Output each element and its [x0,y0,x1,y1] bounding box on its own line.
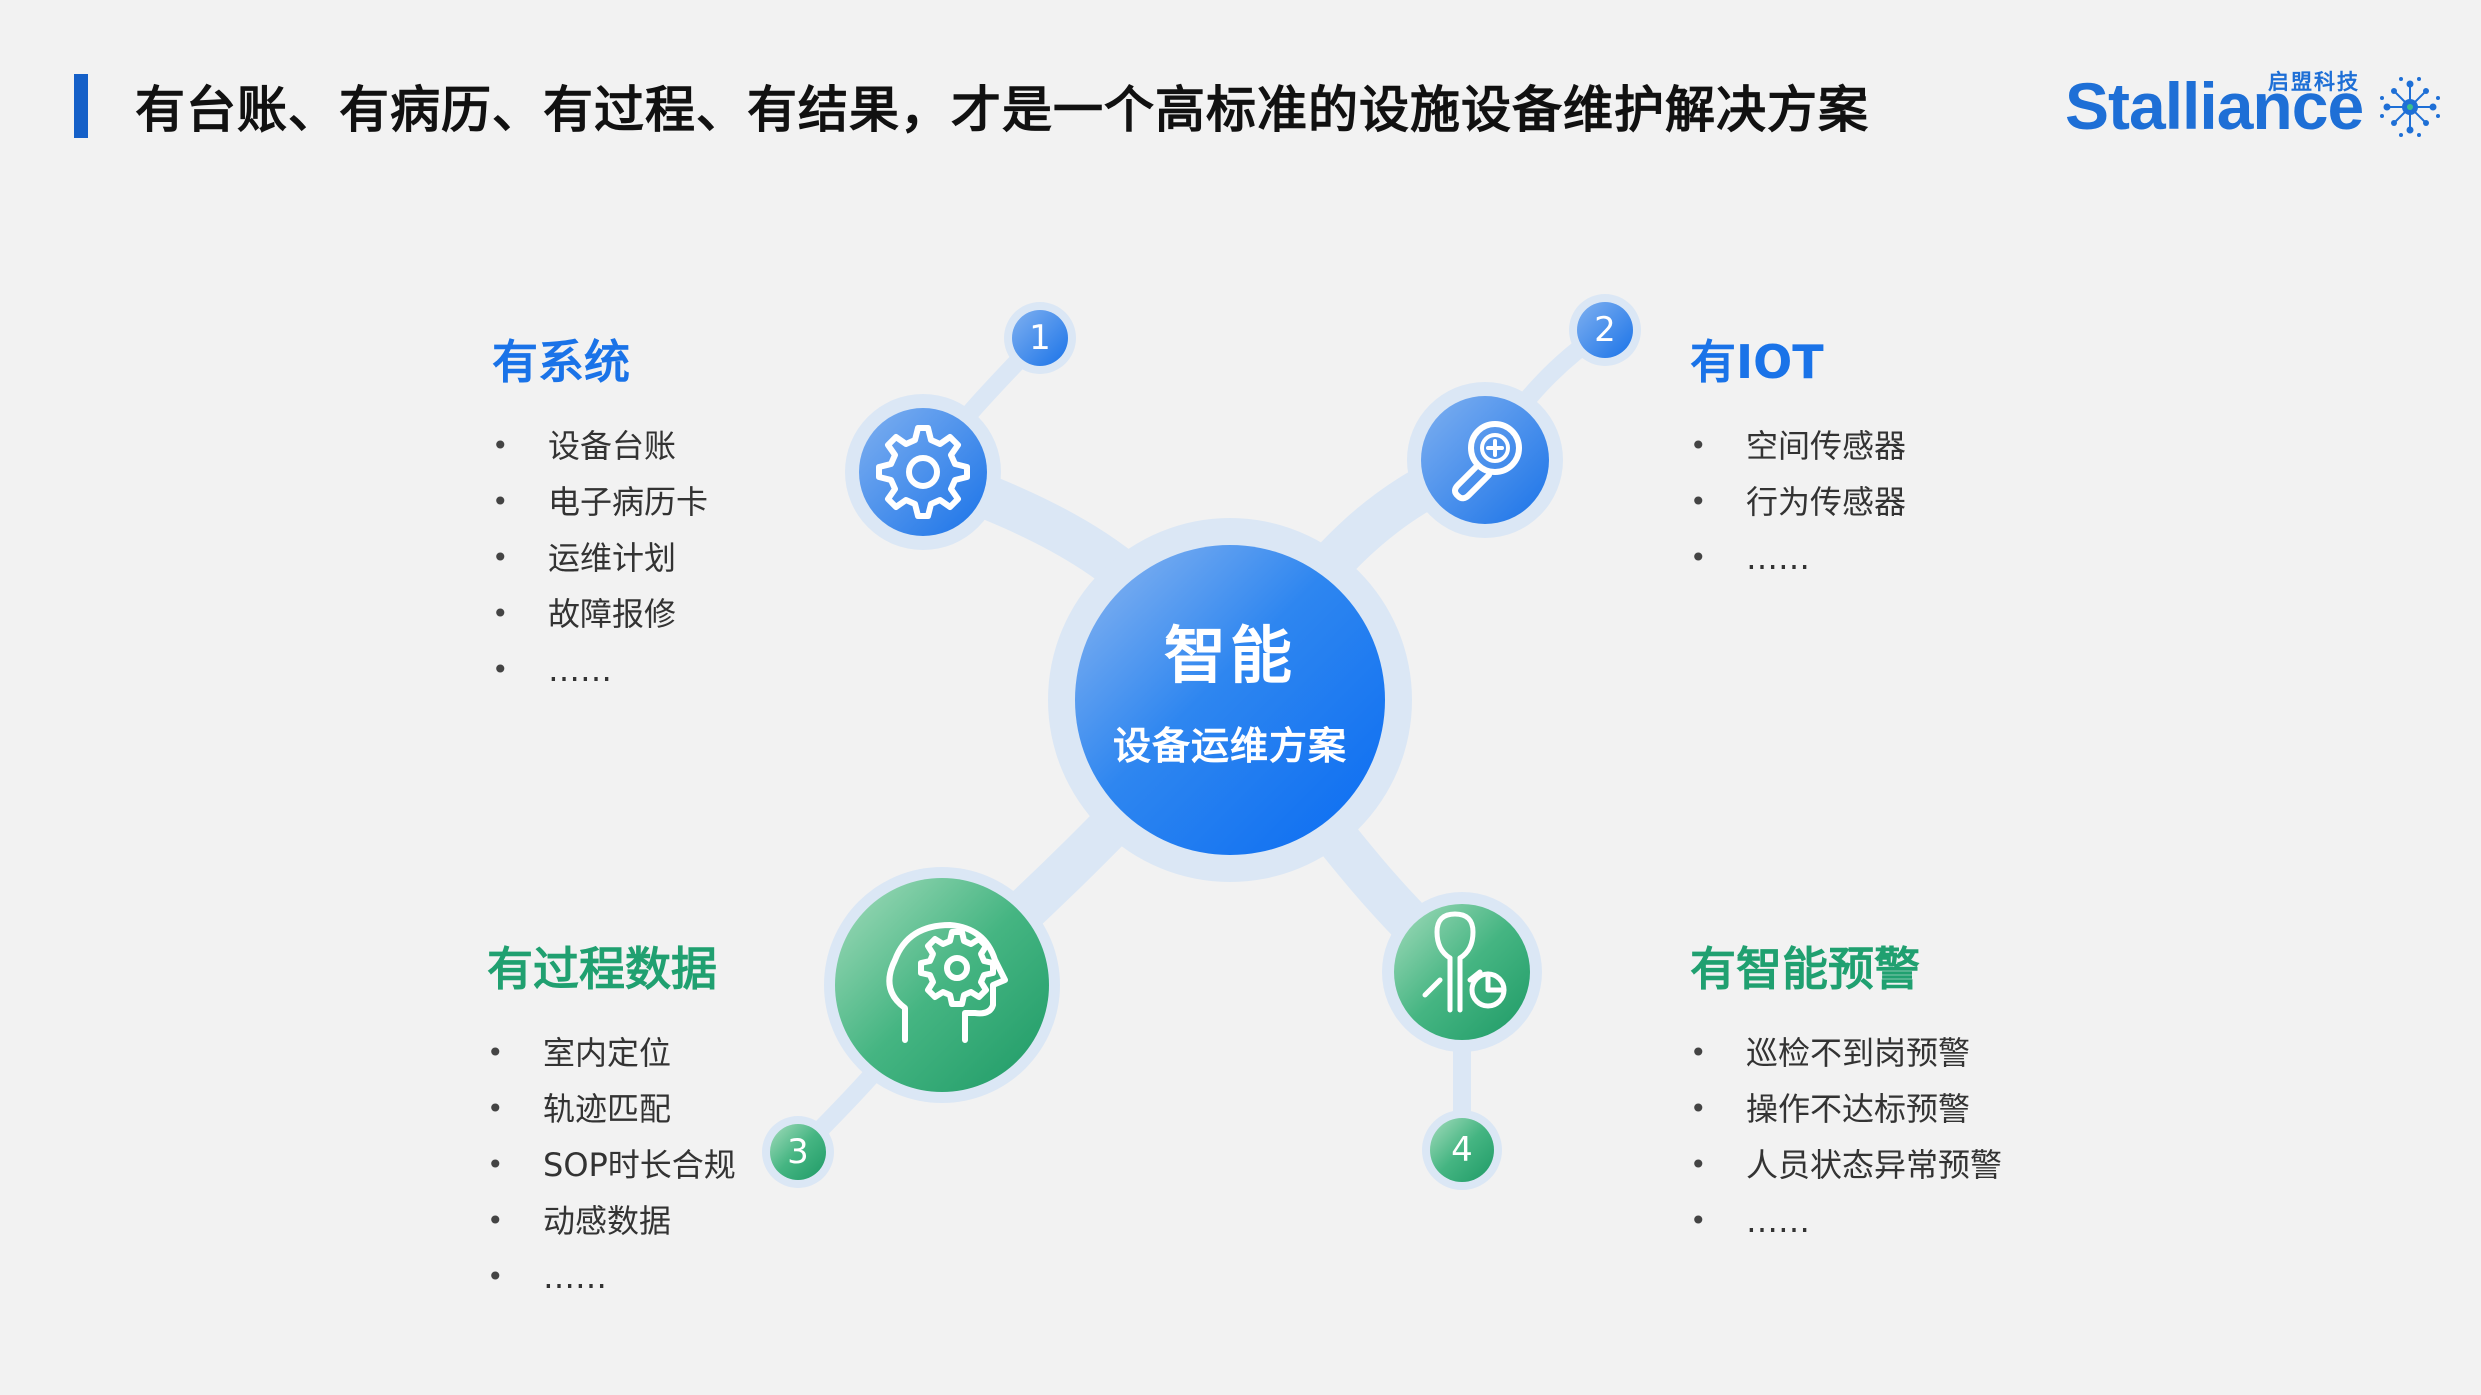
person-chart-icon [1422,911,1507,1013]
item-list: 空间传感器 行为传感器 …… [1690,418,1906,586]
section-iot: 有IOT 空间传感器 行为传感器 …… [1690,326,1906,586]
list-item: 故障报修 [492,586,708,642]
logo-molecule-icon [2380,77,2440,137]
list-item: …… [1690,530,1906,586]
center-title: 智能 [1163,619,1296,692]
section-title: 有智能预警 [1690,942,1920,996]
company-logo: Stalliance 启盟科技 [2065,62,2445,152]
badge-1 [1012,310,1068,366]
head-gear-icon [886,922,1008,1043]
item-list: 室内定位 轨迹匹配 SOP时长合规 动感数据 …… [487,1025,736,1305]
list-item: …… [487,1249,736,1305]
magnifier-icon [1452,421,1522,502]
list-item: SOP时长合规 [487,1137,736,1193]
list-item: …… [1690,1193,2002,1249]
logo-wordmark: Stalliance [2065,69,2364,143]
section-system: 有系统 设备台账 电子病历卡 运维计划 故障报修 …… [492,326,708,698]
item-list: 巡检不到岗预警 操作不达标预警 人员状态异常预警 …… [1690,1025,2002,1249]
gear-icon [876,425,970,519]
list-item: …… [492,642,708,698]
list-item: 运维计划 [492,530,708,586]
section-title: 有过程数据 [487,942,717,996]
badge-number-1: 1 [1029,318,1051,358]
list-item: 操作不达标预警 [1690,1081,2002,1137]
list-item: 人员状态异常预警 [1690,1137,2002,1193]
center-subtitle: 设备运维方案 [1112,724,1347,768]
list-item: 行为传感器 [1690,474,1906,530]
section-title: 有IOT [1690,335,1824,389]
center-circle [1075,545,1385,855]
badge-number-3: 3 [787,1132,809,1172]
badge-2 [1577,302,1633,358]
list-item: 空间传感器 [1690,418,1906,474]
page-title: 有台账、有病历、有过程、有结果，才是一个高标准的设施设备维护解决方案 [135,81,1869,139]
badge-4 [1430,1118,1494,1182]
list-item: 设备台账 [492,418,708,474]
badge-number-2: 2 [1594,310,1616,350]
list-item: 动感数据 [487,1193,736,1249]
section-smart-alert: 有智能预警 巡检不到岗预警 操作不达标预警 人员状态异常预警 …… [1690,933,2002,1249]
center-label: 智能 设备运维方案 [1080,625,1380,770]
badge-3 [770,1124,826,1180]
node-2-circle [1421,396,1549,524]
section-title: 有系统 [492,335,630,389]
list-item: 轨迹匹配 [487,1081,736,1137]
title-accent-bar [74,74,88,138]
node-3-circle [835,878,1049,1092]
list-item: 室内定位 [487,1025,736,1081]
badge-number-4: 4 [1451,1130,1473,1170]
item-list: 设备台账 电子病历卡 运维计划 故障报修 …… [492,418,708,698]
section-process-data: 有过程数据 室内定位 轨迹匹配 SOP时长合规 动感数据 …… [487,933,736,1305]
logo-cn-text: 启盟科技 [2268,70,2360,94]
list-item: 电子病历卡 [492,474,708,530]
list-item: 巡检不到岗预警 [1690,1025,2002,1081]
